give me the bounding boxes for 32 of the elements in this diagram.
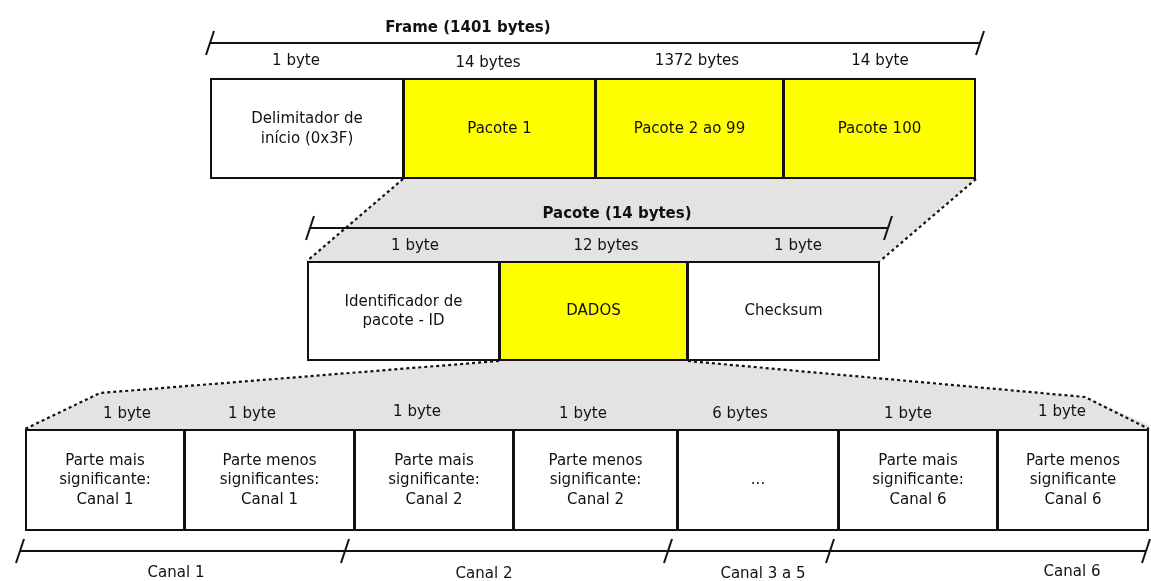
field-box: Parte mais significante: Canal 2: [354, 429, 514, 531]
size-label: Canal 1: [147, 563, 205, 581]
dotted-line: [879, 178, 977, 262]
field-box: Parte menos significante: Canal 2: [513, 429, 678, 531]
size-label: 1 byte: [393, 402, 441, 420]
size-label: 1 byte: [559, 404, 607, 422]
highlighted-field-box: Pacote 2 ao 99: [595, 78, 784, 179]
field-box: Parte menos significante Canal 6: [997, 429, 1149, 531]
highlighted-field-box: Pacote 100: [783, 78, 976, 179]
field-box: Checksum: [687, 261, 880, 361]
section-title: Pacote (14 bytes): [542, 204, 692, 222]
size-label: Canal 2: [455, 564, 513, 581]
field-box: Delimitador de início (0x3F): [210, 78, 404, 179]
size-label: 6 bytes: [712, 404, 768, 422]
dotted-line: [687, 359, 1150, 430]
zoom-projection: [25, 361, 1149, 429]
zoom-projection: [307, 179, 975, 261]
dotted-line: [306, 178, 404, 262]
size-label: Canal 3 a 5: [720, 564, 806, 581]
highlighted-field-box: DADOS: [499, 261, 688, 361]
size-label: Canal 6: [1043, 562, 1101, 580]
field-box: Identificador de pacote - ID: [307, 261, 500, 361]
size-label: 1 byte: [1038, 402, 1086, 420]
dotted-line: [24, 359, 500, 430]
size-label: 1 byte: [103, 404, 151, 422]
section-title: Frame (1401 bytes): [385, 18, 551, 36]
field-box: Parte mais significante: Canal 6: [838, 429, 998, 531]
highlighted-field-box: Pacote 1: [403, 78, 596, 179]
size-label: 1 byte: [228, 404, 276, 422]
field-box: Parte mais significante: Canal 1: [25, 429, 185, 531]
field-box: ...: [677, 429, 839, 531]
field-box: Parte menos significantes: Canal 1: [184, 429, 355, 531]
